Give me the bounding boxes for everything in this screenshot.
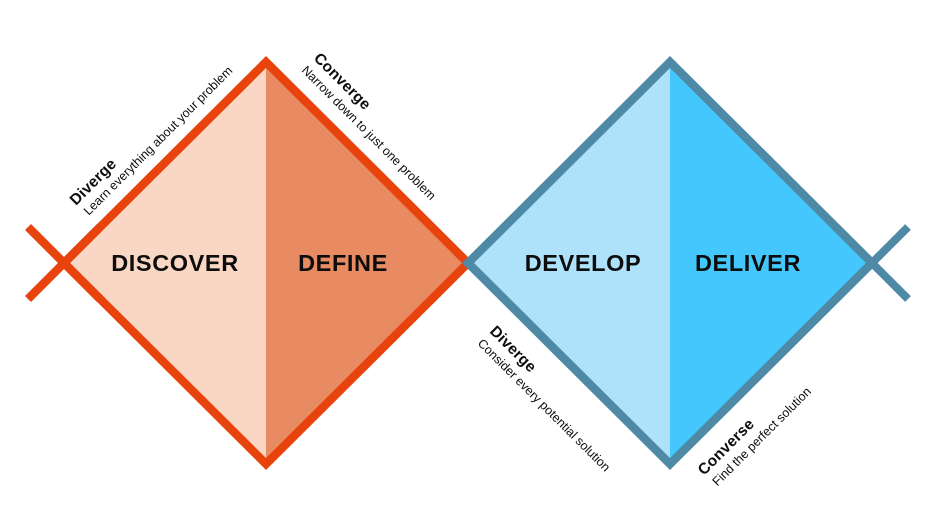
end-x-marker-line-up — [833, 224, 911, 302]
problem-diamond — [24, 56, 475, 470]
deliver-phase-label: DELIVER — [695, 250, 801, 276]
define-phase-label: DEFINE — [298, 250, 388, 276]
end-x-marker — [833, 224, 911, 302]
solution-diamond — [461, 56, 911, 470]
develop-half — [468, 62, 670, 464]
discover-phase-label: DISCOVER — [111, 250, 239, 276]
develop-phase-label: DEVELOP — [525, 250, 642, 276]
discover-half — [64, 62, 266, 464]
start-x-marker — [24, 223, 104, 303]
start-x-marker-line-up — [24, 223, 104, 303]
deliver-half — [670, 62, 872, 464]
define-half — [266, 62, 468, 464]
